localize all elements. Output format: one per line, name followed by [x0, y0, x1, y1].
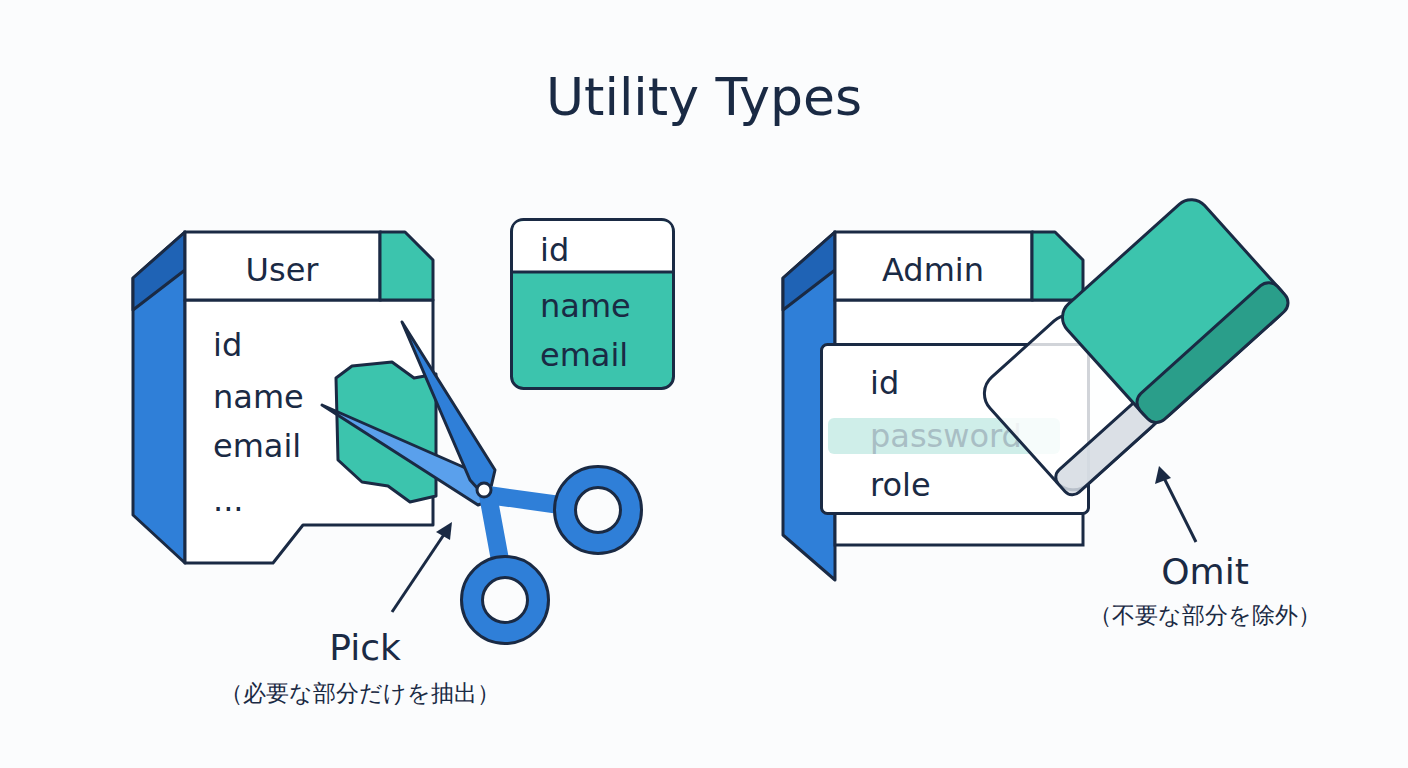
arrow-head — [436, 522, 452, 540]
type-name: Admin — [882, 254, 984, 286]
diagram-title: Utility Types — [546, 71, 862, 123]
label-text: Pick — [329, 630, 401, 666]
type-box: Admin id password role — [783, 230, 1093, 582]
field-name: ... — [213, 484, 244, 516]
label-note: （必要な部分だけを抽出） — [220, 682, 500, 705]
field-name: name — [213, 381, 304, 413]
field-name: password — [870, 420, 1022, 452]
leader-line — [1163, 476, 1196, 542]
field-name: email — [540, 339, 628, 371]
leader-line — [392, 530, 447, 612]
label-text: Omit — [1161, 554, 1249, 590]
field-name: id — [870, 367, 899, 399]
type-box: User id name email... — [133, 230, 433, 565]
arrow-head — [1155, 466, 1171, 484]
result-box: id name email — [510, 218, 675, 390]
field-name: id — [540, 234, 569, 266]
field-name: role — [870, 469, 931, 501]
field-name: name — [540, 290, 631, 322]
label-note: （不要な部分を除外） — [1089, 604, 1321, 627]
field-name: email — [213, 430, 301, 462]
field-name: id — [213, 329, 242, 361]
type-name: User — [246, 254, 319, 286]
field-card: id password role — [820, 343, 1090, 515]
